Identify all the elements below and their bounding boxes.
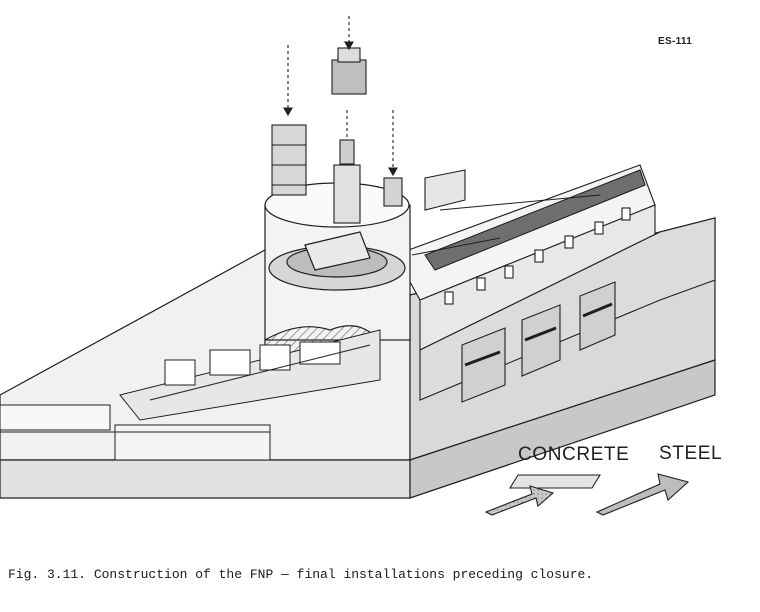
lowered-components [271,16,403,224]
figure-caption: Fig. 3.11. Construction of the FNP — fin… [8,567,594,582]
legend-steel-label: STEEL [659,443,723,464]
legend-steel-arrow [595,473,690,516]
interior-cutaway [0,329,381,461]
auxiliary-building [394,164,716,403]
containment-cylinder [264,182,411,371]
legend-concrete-label: CONCRETE [518,444,630,465]
document-id: ES-111 [658,36,693,47]
legend-concrete-arrow [484,474,601,516]
plant-construction-illustration [0,16,716,516]
